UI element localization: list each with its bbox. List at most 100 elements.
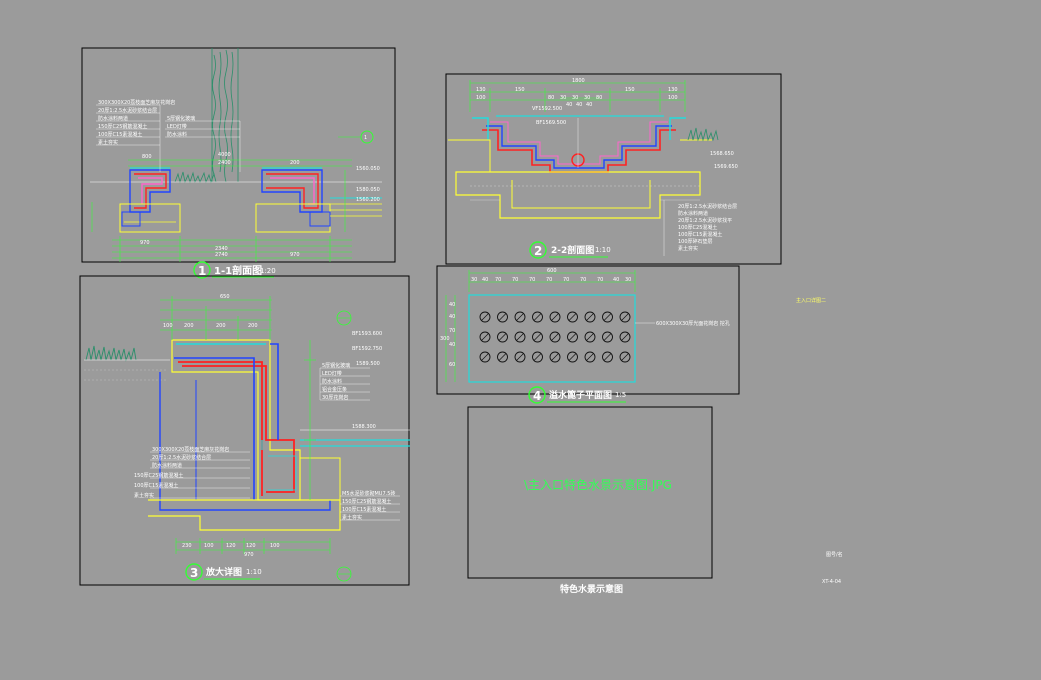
dim-v3-total: 650 [220,294,230,300]
sheet-code: XT-4-04 [822,579,841,585]
view-4-number-circle [528,386,546,404]
grate-hole-hatch [568,353,577,361]
grate-hole-hatch [533,333,542,341]
grate-hole [549,331,561,343]
grate-hole-hatch [603,313,612,321]
dim-v1-top-1: 800 [142,154,152,160]
view-4-title: 溢水篦子平面图 [549,389,612,401]
note-v3-left-6: 素土夯实 [134,492,154,499]
dim-v3-b2: 100 [204,543,214,549]
grate-hole-hatch [516,313,524,321]
note-v3-left-3: 防水涂料两道 [152,462,182,469]
grass-tuft-detail [85,345,137,362]
view-1-title: 1-1剖面图 [214,264,262,277]
grate-hole-hatch [551,353,559,361]
dim-v4-6: 70 [546,277,552,283]
grate-hole [584,331,596,343]
dim-v4-9: 70 [597,277,603,283]
dim-v3-3: 200 [216,323,226,329]
dim-v2-inner-1: 80 [548,95,554,101]
image-caption: 特色水景示意图 [560,583,623,595]
note-v3-bottom-1: M5水泥砂浆砌MU7.5砖 [342,490,395,497]
note-v1-1: 300X300X20荔枝面芝麻灰花岗岩 [98,99,175,106]
image-frame [467,406,713,579]
grate-hole [497,351,508,363]
grate-hole [619,311,631,323]
dim-v1-top-3: 2400 [218,160,231,166]
grate-hole [602,351,613,363]
note-v2-1: 20厚1:2.5水泥砂浆结合层 [678,203,737,210]
dim-v2-inner-3: 30 [572,95,578,101]
grate-hole-hatch [481,353,489,361]
grate-hole-hatch [568,313,577,321]
dim-v4-3: 70 [495,277,501,283]
left-pool-wall [119,169,181,233]
dim-v2-inner-8: 40 [586,102,592,108]
note-v3-bottom-4: 素土夯实 [342,514,362,521]
dim-v4-side-4: 40 [449,342,455,348]
grate-hole [567,331,578,343]
grate-hole [479,311,491,323]
note-v2-3: 20厚1:2.5水泥砂浆找平 [678,217,732,224]
note-v3-right-4: 铝合金压条 [322,386,347,393]
dim-v1-top-4: 200 [290,160,300,166]
dim-v4-10: 40 [613,277,619,283]
view-2-number-circle [529,241,547,259]
view-4-dimensions [445,270,636,382]
dim-v1-bottom-1: 970 [140,240,150,246]
grate-hole [497,311,508,323]
elev-v1-2: 1580.050 [356,187,380,193]
grate-hole [567,351,578,363]
grate-hole [479,331,491,343]
dim-v2-2: 100 [476,95,486,101]
grate-hole [602,311,613,323]
view-4-frame [436,265,740,395]
grate-hole [619,331,631,343]
grate-hole-hatch [551,333,559,341]
note-v1-2: 20厚1:2.5水泥砂浆结合层 [98,107,157,114]
grate-hole [567,311,578,323]
elev-v1-1: 1560.050 [356,166,380,172]
note-v1-8: LED灯带 [167,123,187,130]
grate-hole [514,311,526,323]
note-v1-9: 防水涂料 [167,131,187,138]
elev-v3-1: BF1593.600 [352,331,382,337]
dim-v4-1: 30 [471,277,477,283]
grate-hole-hatch [603,333,612,341]
dim-v2-inner-7: 40 [576,102,582,108]
grate-holes [479,311,631,363]
elev-v2-4: 1569.650 [714,164,738,170]
dim-v3-b1: 230 [182,543,192,549]
grate-hole-hatch [568,333,577,341]
dim-v3-b4: 120 [246,543,256,549]
note-v3-left-5: 100厚C15素混凝土 [134,482,178,489]
dim-v4-side-total: 300 [440,336,450,342]
grate-hole [602,331,613,343]
view-1-1-section: 1 970 2340 2740 970 800 4000 2400 200 15… [81,47,396,279]
grate-hole-hatch [498,353,507,361]
view-3-frame [79,275,410,586]
grate-hole-hatch [586,353,594,361]
grate-hole [549,351,561,363]
view-2-2-section: 1800 130 100 150 150 130 100 80 30 30 30… [445,73,782,265]
elev-v3-2: BF1592.750 [352,346,382,352]
note-v2-4: 100厚C25混凝土 [678,224,717,231]
dim-v4-4: 70 [512,277,518,283]
note-v1-7: 5厚钢化玻璃 [167,115,195,122]
grate-hole-hatch [586,333,594,341]
view-1-leaders [96,104,241,172]
note-v3-right-3: 防水涂料 [322,378,342,385]
grate-hole [532,351,543,363]
dim-v2-5: 130 [668,87,678,93]
elev-v3-3: 1589.500 [356,361,380,367]
view-4-number: 4 [533,389,541,403]
view-2-number: 2 [534,244,542,258]
grate-hole-hatch [498,333,507,341]
dim-v2-1: 130 [476,87,486,93]
drawing-label: 图号/名 [826,551,843,558]
dim-v3-b5: 100 [270,543,280,549]
dim-v3-b3: 120 [226,543,236,549]
grate-hole [479,351,491,363]
dim-v1-bottom-4: 970 [290,252,300,258]
